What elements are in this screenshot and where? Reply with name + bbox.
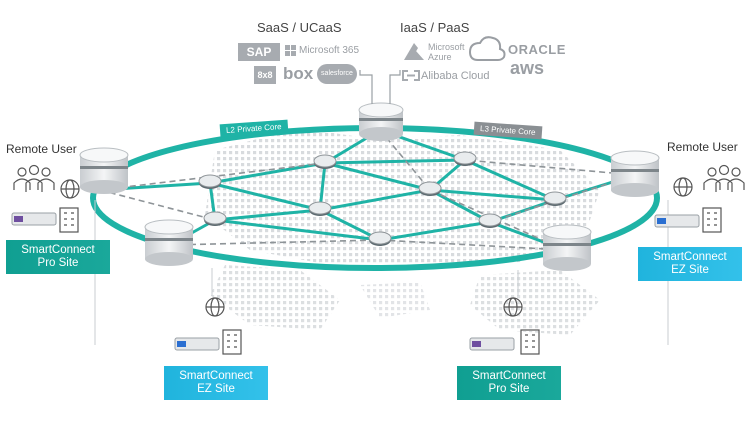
gateway-bottom-right	[542, 224, 592, 271]
building-icon	[520, 329, 540, 355]
cloud-connectors	[359, 70, 401, 104]
alibaba-cloud-logo: Alibaba Cloud	[421, 70, 490, 82]
gateway-left	[79, 147, 129, 194]
world-map-background	[205, 128, 600, 335]
site-type: Pro Site	[488, 383, 530, 395]
smartconnect-pro-site-left: SmartConnect Pro Site	[6, 240, 110, 274]
site-name: SmartConnect	[472, 370, 546, 382]
edge-appliance-icon	[11, 212, 57, 226]
microsoft-365-logo: Microsoft 365	[299, 45, 360, 56]
alibaba-logo-icon	[402, 70, 420, 81]
site-type: EZ Site	[671, 264, 709, 276]
edge-appliance-icon	[469, 337, 515, 351]
globe-icon	[205, 297, 225, 317]
salesforce-logo: salesforce	[317, 64, 357, 84]
oracle-logo: ORACLE	[508, 42, 566, 57]
8x8-logo: 8x8	[254, 66, 276, 84]
globe-icon	[673, 177, 693, 197]
box-logo: box	[283, 64, 314, 83]
building-icon	[222, 329, 242, 355]
globe-icon	[60, 179, 80, 199]
smartconnect-ez-site-right: SmartConnect EZ Site	[638, 247, 742, 281]
edge-appliance-icon	[174, 337, 220, 351]
remote-user-label-left: Remote User	[6, 142, 77, 156]
iaas-paas-heading: IaaS / PaaS	[400, 20, 470, 35]
building-icon	[702, 207, 722, 233]
microsoft-azure-logo: Microsoft Azure	[428, 42, 465, 62]
smartconnect-pro-site-bottom: SmartConnect Pro Site	[457, 366, 561, 400]
remote-user-label-right: Remote User	[667, 140, 738, 154]
saas-ucaas-heading: SaaS / UCaaS	[257, 20, 342, 35]
edge-appliance-icon	[654, 214, 700, 228]
sap-logo: SAP	[238, 43, 280, 61]
gateway-bottom-left	[144, 219, 194, 266]
site-name: SmartConnect	[179, 370, 253, 382]
building-icon	[59, 207, 79, 233]
site-name: SmartConnect	[21, 244, 95, 256]
microsoft-logo-icon	[285, 45, 296, 56]
cloud-icon	[468, 36, 506, 61]
gateway-right	[610, 150, 660, 197]
aws-logo: aws	[510, 58, 545, 78]
gateway-top	[358, 102, 404, 141]
site-type: EZ Site	[197, 383, 235, 395]
site-name: SmartConnect	[653, 251, 727, 263]
users-icon	[703, 164, 745, 192]
site-type: Pro Site	[37, 257, 79, 269]
globe-icon	[503, 297, 523, 317]
azure-logo-icon	[404, 43, 424, 60]
mesh-nodes	[198, 151, 567, 246]
users-icon	[13, 164, 55, 192]
smartconnect-ez-site-bottom: SmartConnect EZ Site	[164, 366, 268, 400]
